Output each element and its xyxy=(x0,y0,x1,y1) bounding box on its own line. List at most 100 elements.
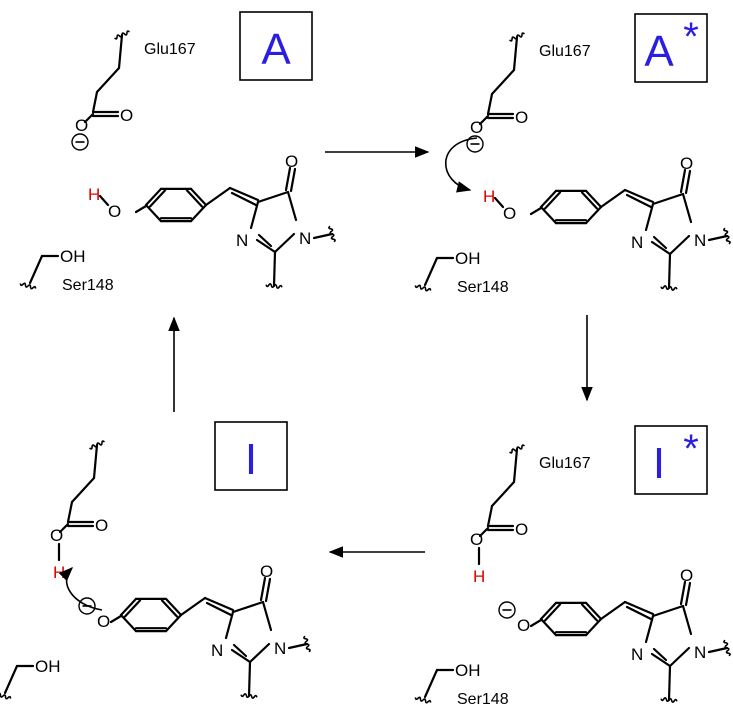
imidazolone-bond xyxy=(249,200,260,230)
glu-residue-label: Glu167 xyxy=(539,455,591,472)
imidazolone-carbonyl-bond xyxy=(259,576,267,602)
imidazolone-n3: N xyxy=(211,641,223,660)
imidazolone-double-bond xyxy=(652,235,668,250)
imidazolone-n1: N xyxy=(274,639,286,658)
benzene-ring-bond xyxy=(584,601,603,621)
ser-bond xyxy=(423,668,439,699)
ser-hydroxyl: OH xyxy=(35,657,61,676)
exocyclic-double-bond xyxy=(230,191,258,207)
phenol-proton: H xyxy=(88,185,100,204)
benzene-ring-bond xyxy=(119,613,138,633)
ser-hydroxyl: OH xyxy=(60,247,86,266)
n1-substituent-wavy xyxy=(328,225,336,243)
imidazolone-bond xyxy=(230,648,252,664)
imidazolone-bond xyxy=(273,232,296,254)
phenol-o-ring-bond xyxy=(134,204,148,214)
exocyclic-double-bond xyxy=(625,193,653,209)
imidazolone-bond xyxy=(681,604,693,636)
imidazolone-double-bond xyxy=(652,647,668,662)
glu-residue-label: Glu167 xyxy=(144,41,196,58)
proton-transfer-arrow-I xyxy=(58,566,103,611)
phenol-oxygen: O xyxy=(108,202,121,221)
state-label: I xyxy=(245,435,257,484)
imidazolone-bond xyxy=(255,238,277,254)
imidazolone-carbonyl-bond xyxy=(684,581,692,607)
benzene-double-bond xyxy=(160,599,179,618)
benzene-ring-bond xyxy=(584,617,603,637)
benzene-ring-bond xyxy=(539,189,558,209)
imidazolone-carbonyl-bond xyxy=(679,580,687,606)
benzene-double-bond xyxy=(123,599,142,618)
glu-acid-oxygen: O xyxy=(470,530,483,549)
ser-hydroxyl: OH xyxy=(455,661,481,680)
phenol-proton: H xyxy=(483,187,495,206)
state-label-box xyxy=(239,11,313,81)
ser-backbone-wavy xyxy=(414,696,432,704)
imidazolone-carbonyl-bond xyxy=(264,577,272,603)
glu-carbonyl-oxygen: O xyxy=(120,106,133,125)
benzene-ring-bond xyxy=(144,203,163,223)
c2-substituent-bond xyxy=(667,664,672,702)
exocyclic-double-bond xyxy=(203,596,235,612)
imidazolone-carbonyl-bond xyxy=(289,167,297,193)
imidazolone-bond xyxy=(651,604,685,618)
n1-substituent-bond xyxy=(287,642,309,650)
imidazolone-bond xyxy=(650,240,672,256)
state-label: A xyxy=(644,27,674,76)
imidazolone-n3: N xyxy=(631,233,643,252)
imidazolone-oxygen: O xyxy=(260,562,273,581)
phenol-oh-bond xyxy=(98,194,110,207)
benzene-double-bond xyxy=(543,603,562,622)
proton-transfer-arrow-Astar xyxy=(445,137,478,193)
n1-substituent-wavy xyxy=(303,635,311,653)
imidazolone-n1: N xyxy=(694,643,706,662)
glu-carbonyl-oxygen: O xyxy=(515,520,528,539)
imidazolone-n3: N xyxy=(236,231,248,250)
imidazolone-n3: N xyxy=(631,645,643,664)
imidazolone-bond xyxy=(248,642,271,664)
glu-bond xyxy=(490,68,516,96)
imidazolone-n1: N xyxy=(694,231,706,250)
imidazolone-bond xyxy=(256,190,290,204)
c2-substituent-wavy xyxy=(265,283,283,289)
imidazolone-bond xyxy=(231,600,265,614)
glu-acid-oxygen: O xyxy=(75,116,88,135)
glu-bond xyxy=(512,35,519,72)
phenol-o-ring-bond xyxy=(109,614,123,624)
imidazolone-oxygen: O xyxy=(285,152,298,171)
imidazolone-bond xyxy=(286,190,298,222)
methine-bond xyxy=(179,596,207,617)
glu-acid-oxygen: O xyxy=(50,526,63,545)
ser-bond xyxy=(423,256,439,287)
imidazolone-bond xyxy=(224,610,235,640)
exocyclic-double-bond xyxy=(623,188,655,204)
imidazolone-bond xyxy=(261,600,273,632)
glu-acid-proton: H xyxy=(53,563,65,582)
glu-carboxylate-charge-icon xyxy=(466,135,484,153)
imidazolone-oxygen: O xyxy=(680,566,693,585)
state-label-box xyxy=(214,421,288,491)
ser-bond xyxy=(3,664,19,695)
exocyclic-double-bond xyxy=(228,186,260,202)
benzene-double-bond xyxy=(543,191,562,210)
imidazolone-n1: N xyxy=(299,229,311,248)
ser-backbone-wavy xyxy=(19,282,37,290)
glu-co-bond xyxy=(478,526,490,538)
phenol-o-ring-bond xyxy=(529,618,543,628)
benzene-ring-bond xyxy=(164,613,183,633)
phenolate-oxygen: O xyxy=(517,616,530,635)
n1-substituent-wavy xyxy=(723,639,731,657)
benzene-double-bond xyxy=(148,189,167,208)
exocyclic-double-bond xyxy=(623,600,655,616)
benzene-ring-bond xyxy=(119,597,138,617)
ser-bond xyxy=(28,254,44,285)
glu-residue-label: Glu167 xyxy=(539,43,591,60)
imidazolone-carbonyl-bond xyxy=(684,169,692,195)
exocyclic-double-bond xyxy=(625,605,653,621)
imidazolone-bond xyxy=(650,652,672,668)
benzene-ring-bond xyxy=(584,205,603,225)
imidazolone-bond xyxy=(668,234,691,256)
